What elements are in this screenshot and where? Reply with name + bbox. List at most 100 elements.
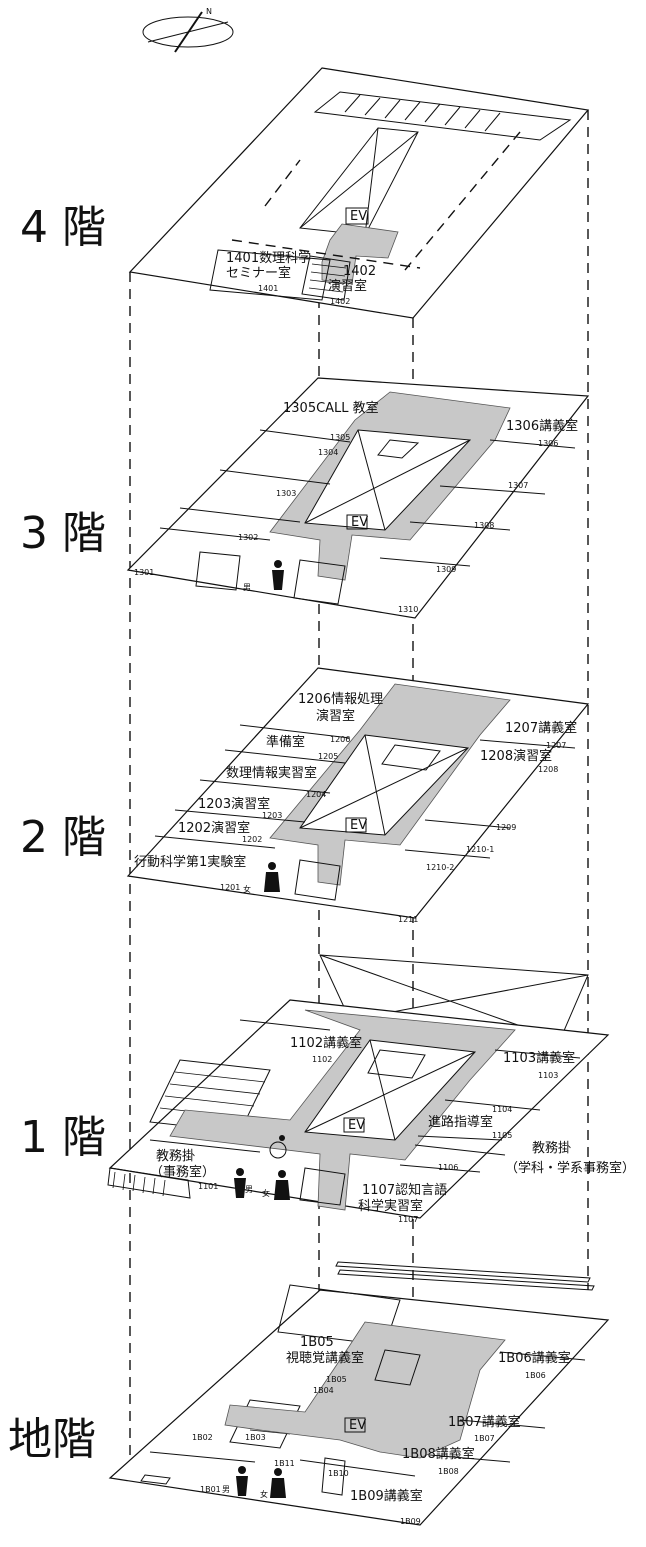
floor-3: EV 男 3 階 1305CALL 教室 1306講義室 1305 1304 1… bbox=[20, 377, 590, 619]
room-1401-name: 1401数理科学 bbox=[226, 250, 311, 266]
room-number-1b01: 1B01 bbox=[200, 1485, 221, 1494]
room-number-1b03: 1B03 bbox=[245, 1433, 266, 1442]
callout-kyomu-title: 教務掛 bbox=[532, 1140, 571, 1156]
room-number-1107: 1107 bbox=[398, 1215, 418, 1224]
room-number-1b04: 1B04 bbox=[313, 1386, 334, 1395]
room-number-1308: 1308 bbox=[474, 521, 494, 530]
elevator-3f: EV bbox=[351, 515, 368, 530]
room-number-1203: 1203 bbox=[262, 811, 282, 820]
restroom-label-3f: 男 bbox=[243, 583, 251, 592]
floor-2: EV 女 2 階 1206情報処理 演習室 1207講義室 準備室 1208演習… bbox=[20, 667, 590, 924]
room-number-1306: 1306 bbox=[538, 439, 558, 448]
room-number-1103: 1103 bbox=[538, 1071, 558, 1080]
room-number-1210-2: 1210-2 bbox=[426, 863, 454, 872]
floor-label-3f: 3 階 bbox=[20, 508, 106, 559]
room-number-1205: 1205 bbox=[318, 752, 338, 761]
room-kodo-name: 行動科学第1実験室 bbox=[134, 854, 246, 870]
room-number-1204: 1204 bbox=[306, 790, 326, 799]
room-1206-name: 1206情報処理 bbox=[298, 692, 383, 707]
room-number-1209: 1209 bbox=[496, 823, 516, 832]
room-number-1b11: 1B11 bbox=[274, 1459, 295, 1468]
room-1208-name: 1208演習室 bbox=[480, 748, 552, 764]
room-1b05-name2: 視聴覚講義室 bbox=[286, 1350, 364, 1366]
room-number-1106: 1106 bbox=[438, 1163, 458, 1172]
room-1306-name: 1306講義室 bbox=[506, 418, 578, 434]
floor-basement: EV 男 女 地階 1B05 視聴覚講義室 1B06講義室 1B07講義室 1B… bbox=[8, 1261, 610, 1526]
room-number-1402: 1402 bbox=[330, 297, 350, 306]
restroom-men-label-1f: 男 bbox=[245, 1185, 253, 1194]
room-suri-name: 数理情報実習室 bbox=[226, 765, 317, 781]
restroom-women-icon-basement bbox=[270, 1468, 286, 1498]
room-number-1206: 1206 bbox=[330, 735, 350, 744]
restroom-women-label-basement: 女 bbox=[260, 1489, 268, 1499]
room-number-1b06: 1B06 bbox=[525, 1371, 546, 1380]
room-1207-name: 1207講義室 bbox=[505, 720, 577, 736]
room-number-1202: 1202 bbox=[242, 835, 262, 844]
room-1103-name: 1103講義室 bbox=[503, 1050, 575, 1066]
restroom-women-icon-1f bbox=[274, 1170, 290, 1200]
room-number-1302: 1302 bbox=[238, 533, 258, 542]
room-number-1401: 1401 bbox=[258, 284, 278, 293]
room-number-1304: 1304 bbox=[318, 448, 338, 457]
compass-icon: N bbox=[142, 7, 234, 53]
room-number-1303: 1303 bbox=[276, 489, 296, 498]
floor-4: EV 4 階 1401数理科学 セミナー室 1402 演習室 1401 1402 bbox=[20, 67, 590, 319]
room-number-1b08: 1B08 bbox=[438, 1467, 459, 1476]
restroom-men-icon-basement bbox=[236, 1466, 248, 1496]
room-1305-name: 1305CALL 教室 bbox=[283, 400, 379, 416]
room-1401-name2: セミナー室 bbox=[226, 265, 291, 281]
room-number-1201: 1201 bbox=[220, 883, 240, 892]
floor-label-1f: 1 階 bbox=[20, 1112, 106, 1163]
compass-north-mark: N bbox=[206, 7, 212, 16]
room-number-1211: 1211 bbox=[398, 915, 418, 924]
callout-kyomu-sub: （学科・学系事務室） bbox=[505, 1160, 635, 1176]
room-1402-name: 1402 bbox=[343, 264, 376, 279]
restroom-women-label-1f: 女 bbox=[262, 1188, 270, 1198]
room-number-1104: 1104 bbox=[492, 1105, 512, 1114]
elevator-2f: EV bbox=[350, 818, 367, 833]
elevator-1f: EV bbox=[348, 1118, 365, 1133]
room-number-1b05: 1B05 bbox=[326, 1375, 347, 1384]
room-1102-name: 1102講義室 bbox=[290, 1035, 362, 1051]
room-number-1b10: 1B10 bbox=[328, 1469, 349, 1478]
room-kyomu-name2: （事務室） bbox=[150, 1164, 215, 1180]
room-number-1102: 1102 bbox=[312, 1055, 332, 1064]
room-prep-name: 準備室 bbox=[266, 734, 305, 750]
floor-label-4f: 4 階 bbox=[20, 202, 106, 253]
restroom-men-label-basement: 男 bbox=[222, 1485, 230, 1494]
restroom-label-2f: 女 bbox=[243, 884, 251, 894]
room-1b09-name: 1B09講義室 bbox=[350, 1488, 423, 1504]
restroom-women-icon-2f bbox=[264, 862, 280, 892]
floor-label-2f: 2 階 bbox=[20, 812, 106, 863]
restroom-men-icon-1f bbox=[234, 1168, 246, 1198]
room-number-1207: 1207 bbox=[546, 741, 566, 750]
room-1206-name2: 演習室 bbox=[316, 708, 355, 724]
room-1107-name2: 科学実習室 bbox=[358, 1198, 423, 1214]
restroom-men-icon-3f bbox=[272, 560, 284, 590]
room-number-1310: 1310 bbox=[398, 605, 418, 614]
room-number-1210-1: 1210-1 bbox=[466, 845, 494, 854]
room-number-1307: 1307 bbox=[508, 481, 528, 490]
room-number-1b02: 1B02 bbox=[192, 1433, 213, 1442]
floor-label-basement: 地階 bbox=[8, 1414, 96, 1465]
elevator-4f: EV bbox=[350, 209, 367, 224]
wheelchair-icon bbox=[269, 1135, 287, 1159]
room-1402-name2: 演習室 bbox=[328, 278, 367, 294]
room-number-1309: 1309 bbox=[436, 565, 456, 574]
room-1107-name: 1107認知言語 bbox=[362, 1182, 447, 1198]
room-number-1305: 1305 bbox=[330, 433, 350, 442]
room-1b08-name: 1B08講義室 bbox=[402, 1446, 475, 1462]
room-kyomu-name: 教務掛 bbox=[156, 1148, 195, 1164]
floor-1: EV 男 女 1 階 1102講義室 1103講義室 進路指導室 教務掛 （事務… bbox=[20, 954, 635, 1224]
room-number-1b09: 1B09 bbox=[400, 1517, 421, 1526]
room-1b05-name: 1B05 bbox=[300, 1335, 334, 1350]
room-1b07-name: 1B07講義室 bbox=[448, 1414, 521, 1430]
elevator-basement: EV bbox=[349, 1418, 366, 1433]
room-number-1105: 1105 bbox=[492, 1131, 512, 1140]
room-1203-name: 1203演習室 bbox=[198, 796, 270, 812]
room-shinro-name: 進路指導室 bbox=[428, 1114, 493, 1130]
room-number-1208: 1208 bbox=[538, 765, 558, 774]
room-number-1101: 1101 bbox=[198, 1182, 218, 1191]
room-number-1301: 1301 bbox=[134, 568, 154, 577]
